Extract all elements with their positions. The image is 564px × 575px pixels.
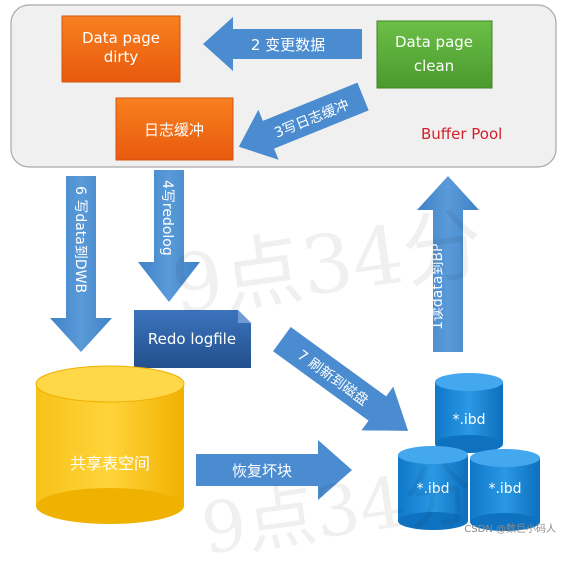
arrow-step-6: 6 写data到DWB [50, 176, 112, 352]
diagram-canvas: Data page dirty Data page clean 2 变更数据 日… [10, 4, 557, 531]
log-buffer-label: 日志缓冲 [144, 121, 204, 139]
arrow-step-4-label: 4写redolog [159, 180, 175, 256]
arrow-step-6-label: 6 写data到DWB [72, 186, 88, 293]
arrow-step-1-label: 1读data到BP [429, 244, 446, 331]
ibd-label-top: *.ibd [452, 412, 485, 428]
arrow-step-2-label: 2 变更数据 [251, 36, 325, 54]
arrow-step-1: 1读data到BP [417, 176, 479, 352]
arrow-recover-label: 恢复坏块 [232, 462, 292, 480]
csdn-credit: CSDN @数巨小码人 [464, 524, 556, 535]
arrow-step-7: 7 刷新到磁盘 [273, 327, 409, 431]
ibd-label-right: *.ibd [488, 481, 521, 497]
ibd-label-left: *.ibd [416, 481, 449, 497]
data-page-dirty-line2: dirty [104, 48, 139, 66]
arrow-step-4: 4写redolog [138, 170, 200, 302]
shared-tablespace-label: 共享表空间 [70, 454, 150, 473]
data-page-clean-box: Data page clean [376, 20, 493, 89]
data-page-dirty-box: Data page dirty [61, 15, 181, 83]
ibd-cylinder-top: *.ibd [435, 373, 503, 453]
shared-tablespace-cylinder: 共享表空间 [35, 365, 185, 524]
data-page-clean-line1: Data page [395, 33, 473, 51]
ibd-cylinder-right: *.ibd [470, 449, 540, 531]
buffer-pool-label: Buffer Pool [421, 125, 502, 143]
redo-logfile-label: Redo logfile [148, 330, 236, 348]
data-page-clean-line2: clean [414, 57, 454, 75]
arrow-step-2: 2 变更数据 [203, 17, 362, 71]
ibd-cylinder-left: *.ibd [398, 446, 468, 530]
log-buffer-box: 日志缓冲 [115, 97, 234, 161]
redo-logfile-box: Redo logfile [134, 310, 251, 368]
data-page-dirty-line1: Data page [82, 29, 160, 47]
arrow-recover: 恢复坏块 [196, 440, 352, 500]
